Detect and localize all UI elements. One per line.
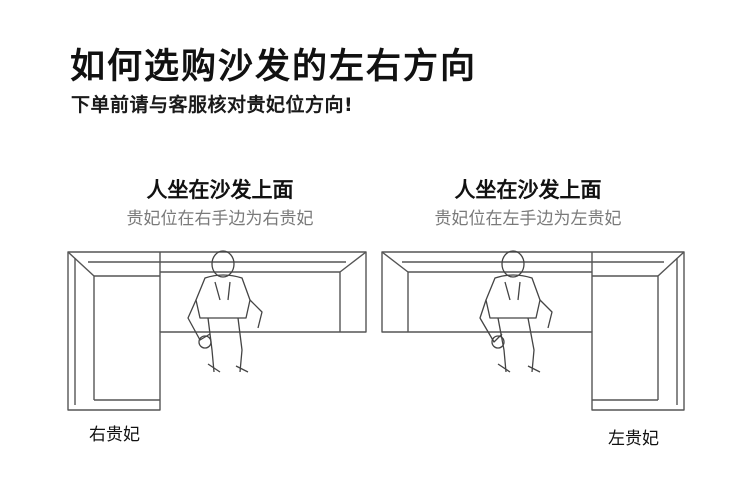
sofa-right bbox=[381, 251, 685, 411]
panel-right-heading: 人坐在沙发上面 bbox=[454, 178, 602, 202]
panel-right-note: 贵妃位在左手边为左贵妃 bbox=[434, 209, 622, 229]
person-right-icon bbox=[479, 250, 553, 373]
panel-left-label: 右贵妃 bbox=[89, 425, 140, 445]
panel-right-label: 左贵妃 bbox=[608, 429, 659, 449]
person-left-icon bbox=[187, 250, 263, 373]
sofa-left bbox=[67, 251, 367, 411]
page-subtitle: 下单前请与客服核对贵妃位方向! bbox=[71, 94, 354, 116]
page-title: 如何选购沙发的左右方向 bbox=[70, 47, 478, 87]
panel-left-note: 贵妃位在右手边为右贵妃 bbox=[126, 209, 314, 229]
panel-left-heading: 人坐在沙发上面 bbox=[146, 178, 294, 202]
